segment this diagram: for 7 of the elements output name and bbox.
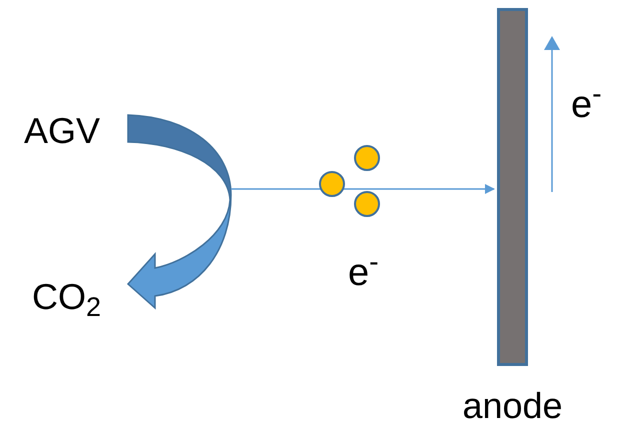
curved-block-arrow [127,114,232,309]
text-label: AGV [24,108,100,153]
anode-label: anode [462,388,563,424]
arrow [231,184,495,194]
text-label: CO$_{2}$ [32,274,102,319]
electron-label: e$^{-}$ [348,250,379,296]
electron-label: e$^{-}$ [571,82,602,128]
